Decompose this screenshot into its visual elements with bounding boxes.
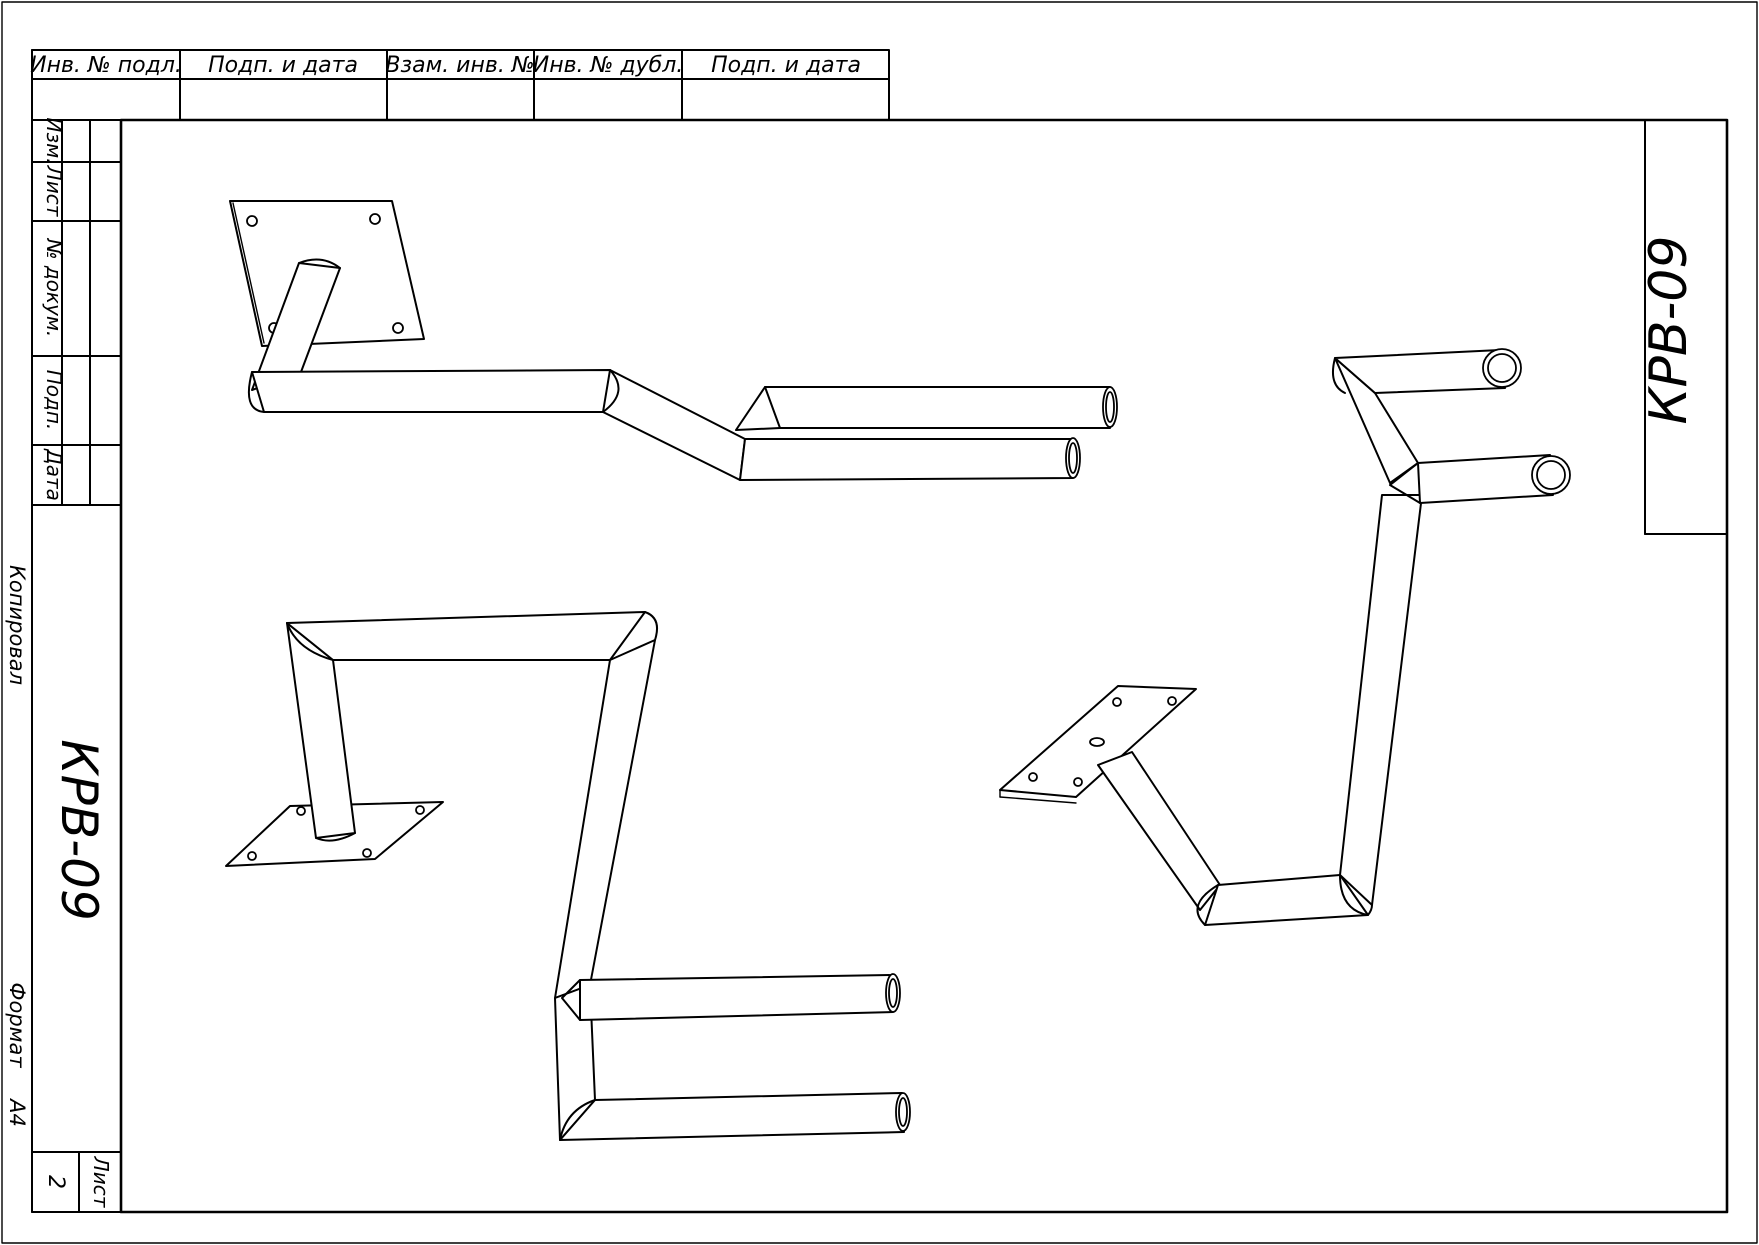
stamp-label-doc-no: № докум. <box>42 238 66 338</box>
tube-long-diagonal <box>554 639 656 999</box>
sheet-number: 2 <box>43 1175 68 1189</box>
iso-tube-bottom <box>1204 874 1369 926</box>
stamp-col-dup-inv: Инв. № дубл. <box>533 53 684 78</box>
stamp-label-change: Изм. <box>42 117 66 164</box>
left-stamp-strip: Изм. Лист № докум. Подп. Дата КРВ-09 Лис… <box>31 49 122 1213</box>
tube-branch-lower <box>559 1092 905 1141</box>
drawing-frame <box>119 118 1729 1214</box>
view-front <box>225 611 911 1141</box>
margin-copied: Копировал <box>5 565 29 685</box>
sheet-label: Лист <box>89 1156 113 1209</box>
stamp-label-sheet: Лист <box>42 165 66 218</box>
top-stamp-table: Инв. № подл. Подп. и дата Взам. инв. № И… <box>30 49 890 121</box>
tube-horizontal <box>251 369 611 413</box>
stamp-label-date: Дата <box>42 448 66 501</box>
plate-hole <box>392 322 404 334</box>
stamp-col-inv-no: Инв. № подл. <box>30 53 182 78</box>
plate-hole <box>369 213 381 225</box>
stamp-label-sign: Подп. <box>42 370 66 431</box>
right-designation: КРВ-09 <box>1639 236 1699 425</box>
tube-branch-lower <box>739 438 1074 481</box>
iso-tube-vertical <box>1339 494 1423 906</box>
right-designation-block: КРВ-09 <box>1639 119 1728 535</box>
stamp-col-sign-date-2: Подп. и дата <box>711 53 861 78</box>
stamp-col-sign-date-1: Подп. и дата <box>208 53 358 78</box>
tube-top <box>286 611 646 661</box>
iso-tube-lower-arm <box>1417 454 1554 504</box>
iso-tube-top-arm <box>1334 349 1506 394</box>
view-isometric <box>999 348 1571 926</box>
margin-format-value: А4 <box>5 1097 29 1127</box>
plate-hole <box>246 215 258 227</box>
iso-tube-leg <box>1097 751 1221 911</box>
left-designation: КРВ-09 <box>50 739 108 921</box>
view-top-side <box>229 200 1118 481</box>
tube-branch-upper <box>764 386 1111 429</box>
stamp-col-replace-inv: Взам. инв. № <box>385 53 534 78</box>
tube-diagonal <box>602 369 746 481</box>
tube-branch-upper <box>579 974 894 1021</box>
margin-format-label: Формат <box>5 982 29 1068</box>
